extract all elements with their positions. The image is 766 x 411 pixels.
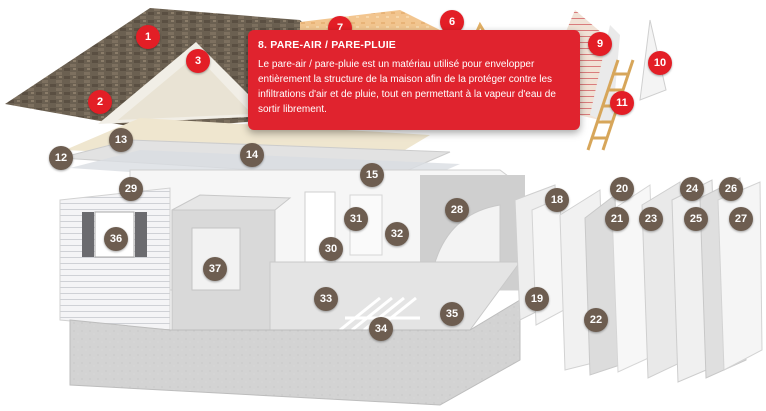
siding-wall [59,187,171,331]
marker-35[interactable]: 35 [440,302,464,326]
marker-34[interactable]: 34 [369,317,393,341]
marker-19[interactable]: 19 [525,287,549,311]
foundation [69,299,521,406]
porch-top [171,194,292,211]
marker-27[interactable]: 27 [729,207,753,231]
marker-20[interactable]: 20 [610,177,634,201]
marker-11[interactable]: 11 [610,91,634,115]
marker-10[interactable]: 10 [648,51,672,75]
marker-28[interactable]: 28 [445,198,469,222]
marker-15[interactable]: 15 [360,163,384,187]
marker-24[interactable]: 24 [680,177,704,201]
marker-9[interactable]: 9 [588,32,612,56]
marker-32[interactable]: 32 [385,222,409,246]
marker-29[interactable]: 29 [119,177,143,201]
marker-30[interactable]: 30 [319,237,343,261]
tooltip-title: 8. PARE-AIR / PARE-PLUIE [258,39,397,51]
marker-25[interactable]: 25 [684,207,708,231]
marker-12[interactable]: 12 [49,146,73,170]
marker-37[interactable]: 37 [203,257,227,281]
marker-1[interactable]: 1 [136,25,160,49]
marker-33[interactable]: 33 [314,287,338,311]
marker-2[interactable]: 2 [88,90,112,114]
tooltip-body: Le pare-air / pare-pluie est un matériau… [258,59,556,115]
marker-3[interactable]: 3 [186,49,210,73]
info-tooltip: 8. PARE-AIR / PARE-PLUIE Le pare-air / p… [248,30,580,130]
marker-26[interactable]: 26 [719,177,743,201]
marker-31[interactable]: 31 [344,207,368,231]
marker-13[interactable]: 13 [109,128,133,152]
marker-22[interactable]: 22 [584,308,608,332]
marker-36[interactable]: 36 [104,227,128,251]
window-shutters [82,211,147,258]
marker-21[interactable]: 21 [605,207,629,231]
roof-gable-inner [118,55,252,120]
marker-14[interactable]: 14 [240,143,264,167]
floor-deck [269,261,521,331]
marker-18[interactable]: 18 [545,188,569,212]
marker-23[interactable]: 23 [639,207,663,231]
